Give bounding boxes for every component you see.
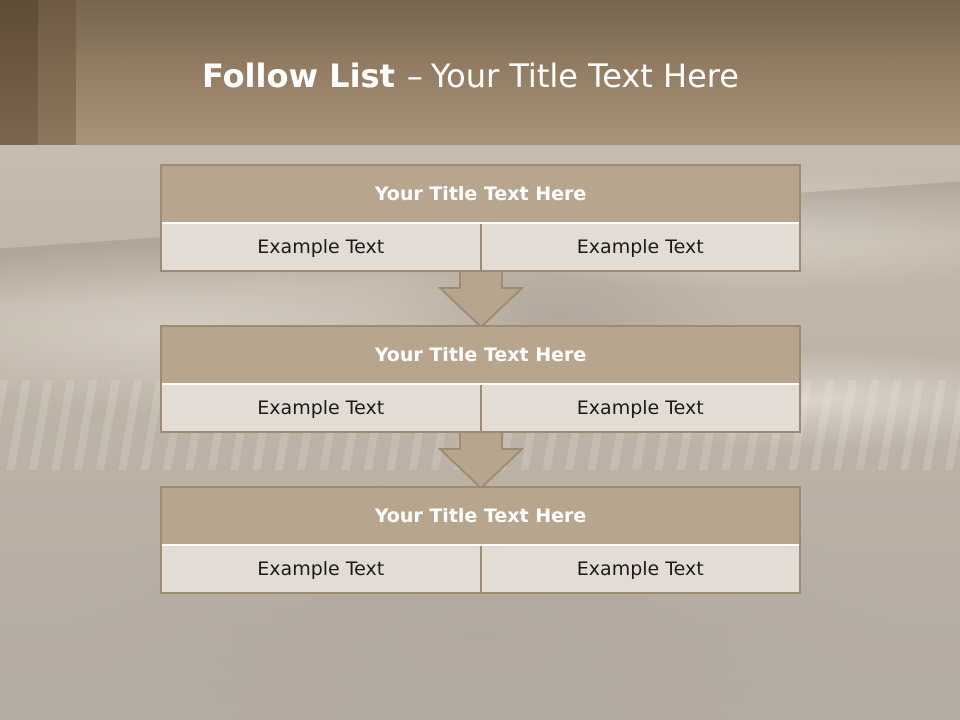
step-2-left-text: Example Text — [162, 385, 480, 431]
step-3-right-text: Example Text — [479, 546, 799, 592]
slide-title-bold: Follow List — [202, 57, 395, 95]
header-accent-mid — [38, 0, 76, 145]
arrow-down-icon — [438, 432, 524, 490]
slide-title: Follow List–Your Title Text Here — [202, 56, 739, 96]
step-row-1: Example Text Example Text — [162, 224, 799, 270]
step-1-left-text: Example Text — [162, 224, 480, 270]
step-row-2: Example Text Example Text — [162, 385, 799, 431]
step-title-2: Your Title Text Here — [162, 327, 799, 385]
step-box-2: Your Title Text Here Example Text Exampl… — [160, 325, 801, 433]
slide-title-rest: Your Title Text Here — [430, 57, 739, 95]
step-3-left-text: Example Text — [162, 546, 480, 592]
header-accent-dark — [0, 0, 38, 145]
arrow-down-icon — [438, 271, 524, 329]
step-2-right-text: Example Text — [479, 385, 799, 431]
header-band: Follow List–Your Title Text Here — [0, 0, 960, 145]
step-1-right-text: Example Text — [479, 224, 799, 270]
step-box-1: Your Title Text Here Example Text Exampl… — [160, 164, 801, 272]
step-row-3: Example Text Example Text — [162, 546, 799, 592]
step-box-3: Your Title Text Here Example Text Exampl… — [160, 486, 801, 594]
step-title-3: Your Title Text Here — [162, 488, 799, 546]
step-title-1: Your Title Text Here — [162, 166, 799, 224]
slide-title-separator: – — [406, 57, 423, 95]
